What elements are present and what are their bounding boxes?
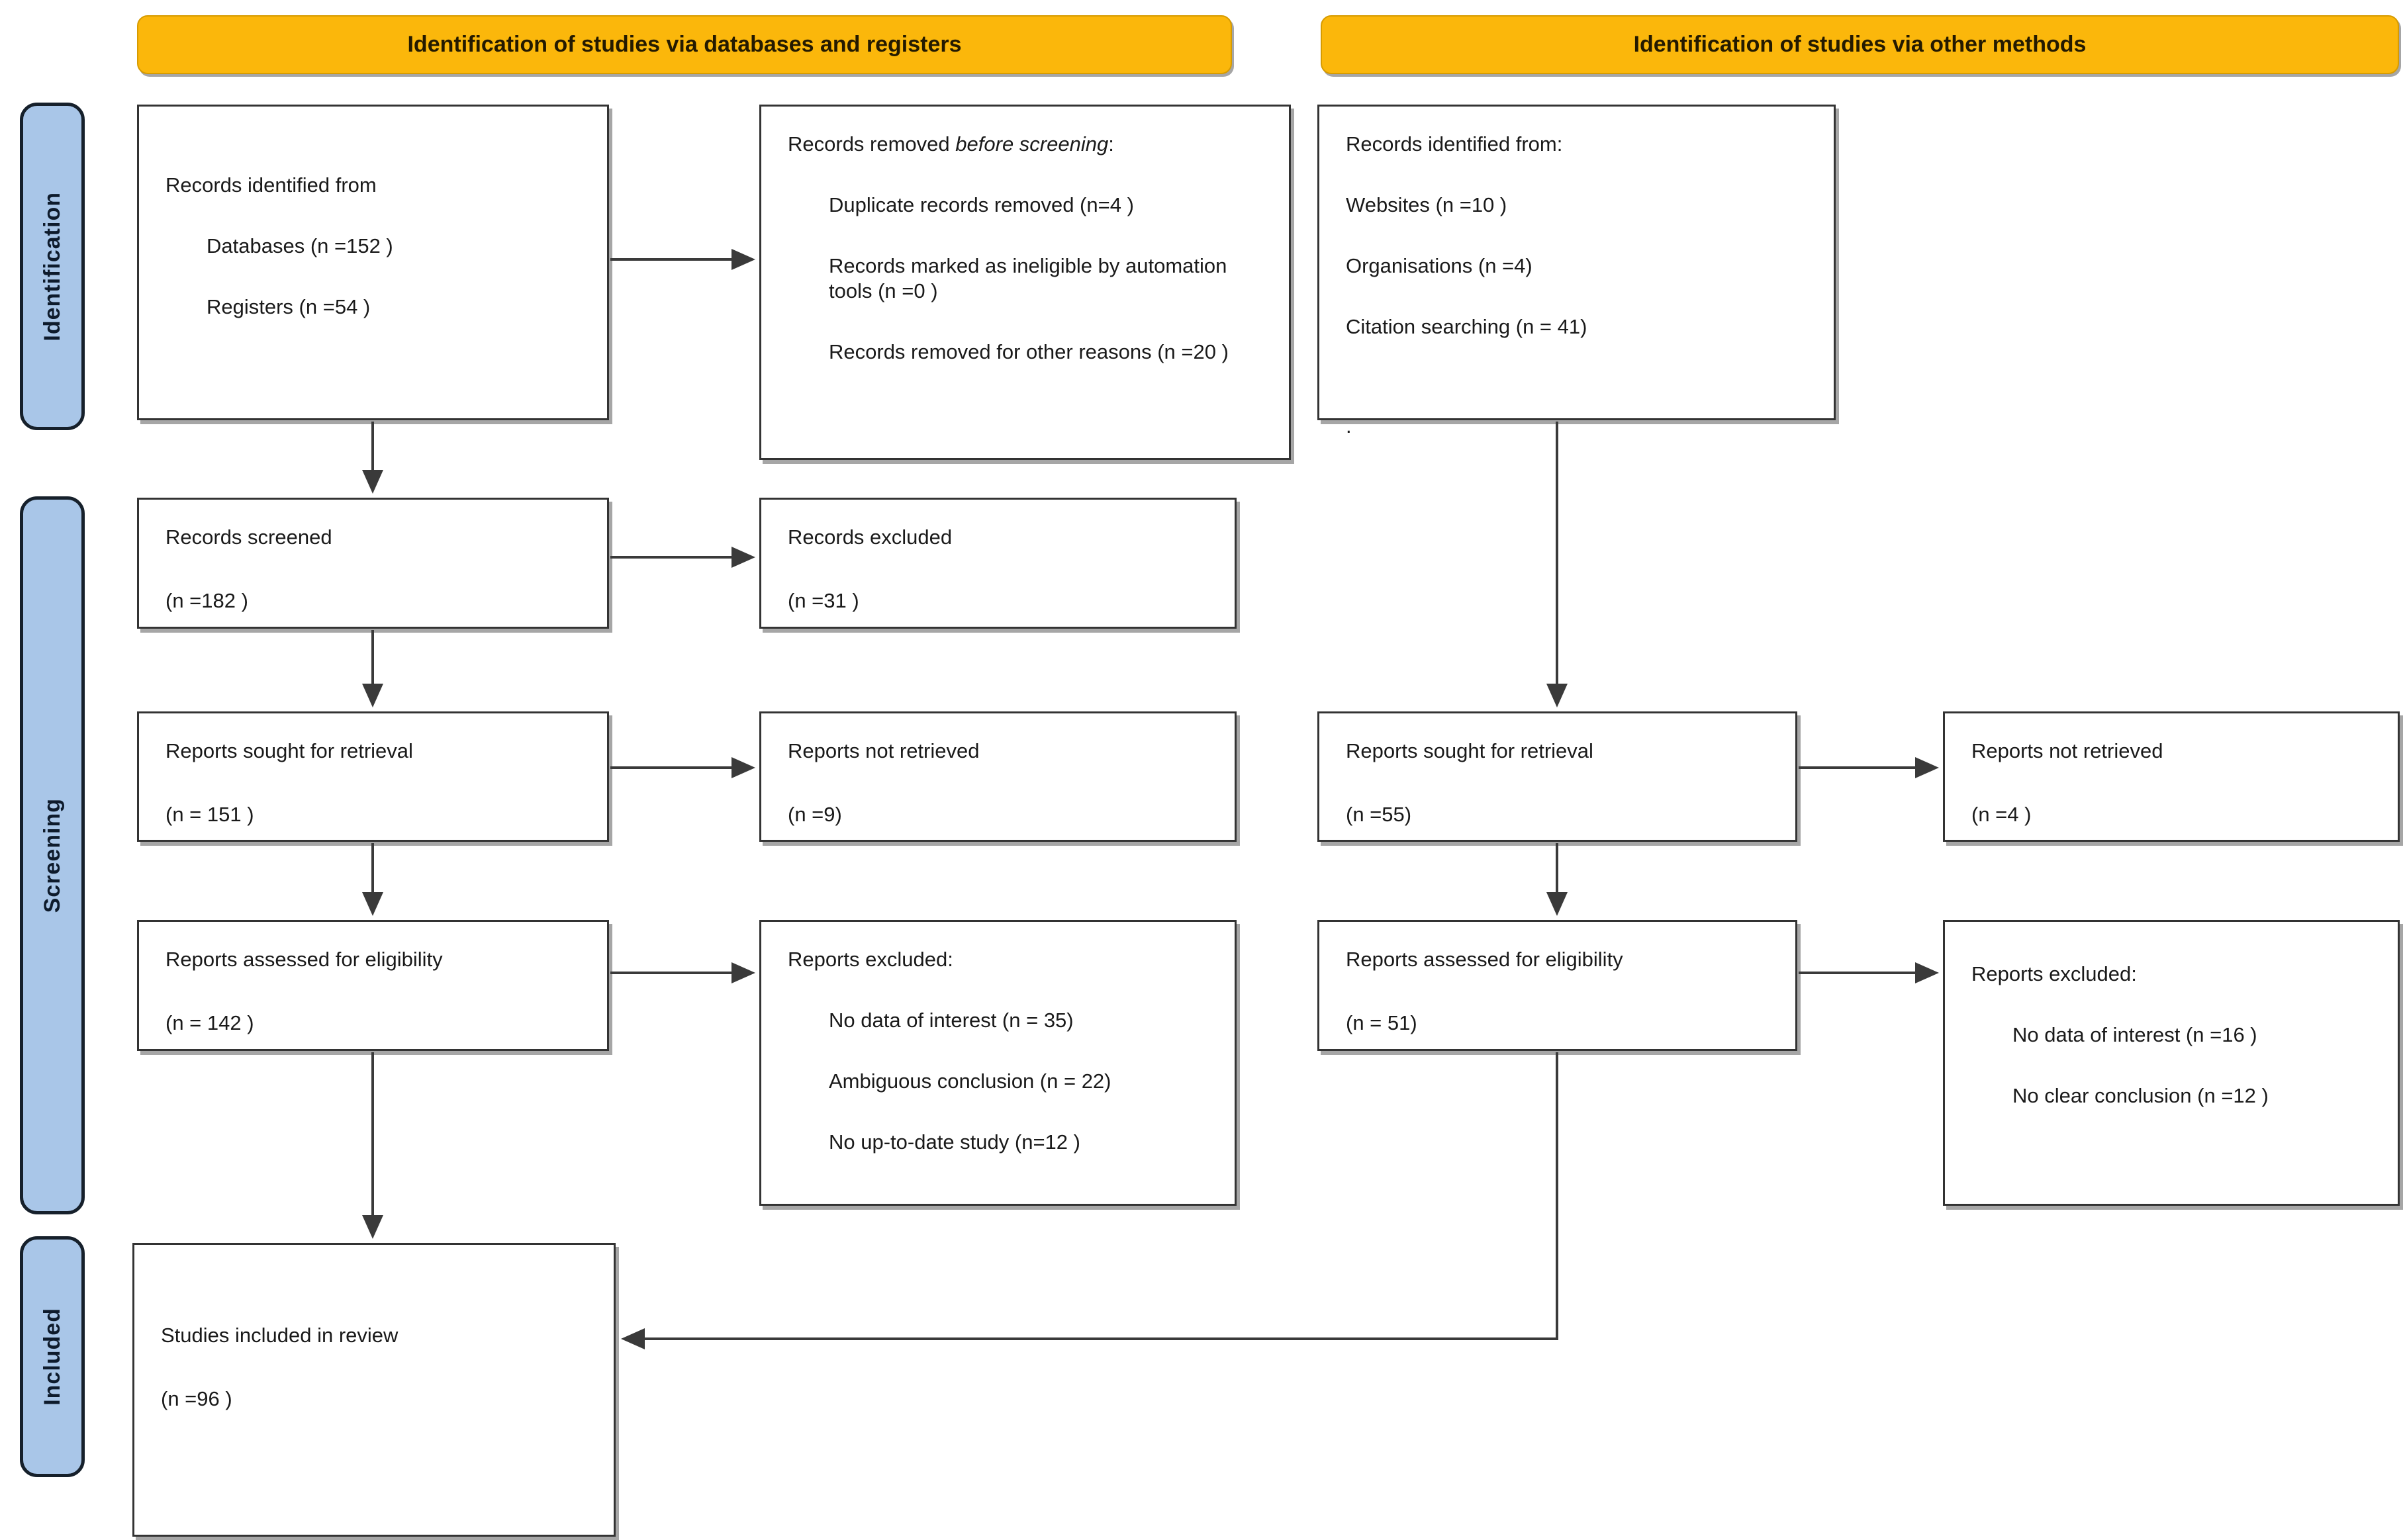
box-count: (n =55) [1346, 803, 1412, 826]
box-line: No data of interest (n = 35) [829, 1009, 1074, 1032]
box-line: Databases (n =152 ) [207, 234, 393, 257]
box-title: Reports not retrieved [1971, 739, 2163, 762]
box-title: Records identified from: [1346, 132, 1563, 156]
box-line: Duplicate records removed (n=4 ) [829, 193, 1134, 216]
box-line: No data of interest (n =16 ) [2012, 1023, 2257, 1046]
box-line: Registers (n =54 ) [207, 295, 371, 318]
box-title: Records excluded [788, 525, 953, 549]
box-title: Reports excluded: [788, 948, 953, 971]
box-reports-sought-databases: Reports sought for retrieval (n = 151 ) [137, 711, 609, 842]
box-line: Websites (n =10 ) [1346, 193, 1507, 216]
stage-identification-label: Identification [39, 191, 65, 341]
box-count: (n = 142 ) [165, 1011, 254, 1034]
stage-identification: Identification [20, 103, 85, 430]
banner-other-methods-label: Identification of studies via other meth… [1633, 32, 2087, 57]
title-italic: before screening [955, 132, 1109, 156]
box-records-identified-databases: Records identified from Databases (n =15… [137, 105, 609, 420]
box-count: (n =96 ) [161, 1387, 232, 1410]
title-suffix: : [1108, 132, 1114, 156]
box-count: (n = 51) [1346, 1011, 1417, 1034]
box-line: No up-to-date study (n=12 ) [829, 1130, 1080, 1154]
stage-screening-label: Screening [39, 797, 65, 913]
stage-included-label: Included [39, 1308, 65, 1406]
banner-databases-registers-label: Identification of studies via databases … [407, 32, 962, 57]
box-reports-excluded-databases: Reports excluded: No data of interest (n… [759, 920, 1237, 1206]
box-count: (n = 151 ) [165, 803, 254, 826]
banner-databases-registers: Identification of studies via databases … [137, 15, 1232, 74]
box-title: Reports sought for retrieval [1346, 739, 1593, 762]
box-title: Reports not retrieved [788, 739, 980, 762]
box-count: (n =182 ) [165, 589, 248, 612]
box-title: Reports excluded: [1971, 962, 2137, 985]
box-records-excluded: Records excluded (n =31 ) [759, 498, 1237, 629]
banner-other-methods: Identification of studies via other meth… [1321, 15, 2399, 74]
box-count: (n =31 ) [788, 589, 859, 612]
box-title: Reports sought for retrieval [165, 739, 413, 762]
box-reports-not-retrieved-other: Reports not retrieved (n =4 ) [1943, 711, 2400, 842]
box-reports-excluded-other: Reports excluded: No data of interest (n… [1943, 920, 2400, 1206]
box-title: Records identified from [165, 173, 377, 197]
box-title: Studies included in review [161, 1324, 399, 1347]
box-title: Reports assessed for eligibility [1346, 948, 1623, 971]
box-reports-assessed-other: Reports assessed for eligibility (n = 51… [1317, 920, 1797, 1051]
title-prefix: Records removed [788, 132, 956, 156]
box-line: Organisations (n =4) [1346, 254, 1533, 277]
box-reports-sought-other: Reports sought for retrieval (n =55) [1317, 711, 1797, 842]
box-line: Records marked as ineligible by automati… [829, 254, 1227, 302]
box-title: Reports assessed for eligibility [165, 948, 443, 971]
stage-included: Included [20, 1236, 85, 1477]
box-studies-included: Studies included in review (n =96 ) [132, 1243, 616, 1537]
box-line: Citation searching (n = 41) [1346, 315, 1587, 338]
box-count: (n =9) [788, 803, 842, 826]
box-line: . [1346, 414, 1352, 437]
box-records-screened: Records screened (n =182 ) [137, 498, 609, 629]
box-line: No clear conclusion (n =12 ) [2012, 1084, 2269, 1107]
box-line: Records removed for other reasons (n =20… [829, 340, 1229, 363]
box-title: Records screened [165, 525, 332, 549]
box-records-identified-other: Records identified from: Websites (n =10… [1317, 105, 1836, 437]
box-line: Ambiguous conclusion (n = 22) [829, 1069, 1111, 1093]
box-count: (n =4 ) [1971, 803, 2032, 826]
box-records-removed-before-screening: Records removed before screening: Duplic… [759, 105, 1291, 460]
box-reports-assessed-databases: Reports assessed for eligibility (n = 14… [137, 920, 609, 1051]
box-reports-not-retrieved-databases: Reports not retrieved (n =9) [759, 711, 1237, 842]
stage-screening: Screening [20, 496, 85, 1214]
box-title: Records removed before screening: [788, 132, 1262, 157]
